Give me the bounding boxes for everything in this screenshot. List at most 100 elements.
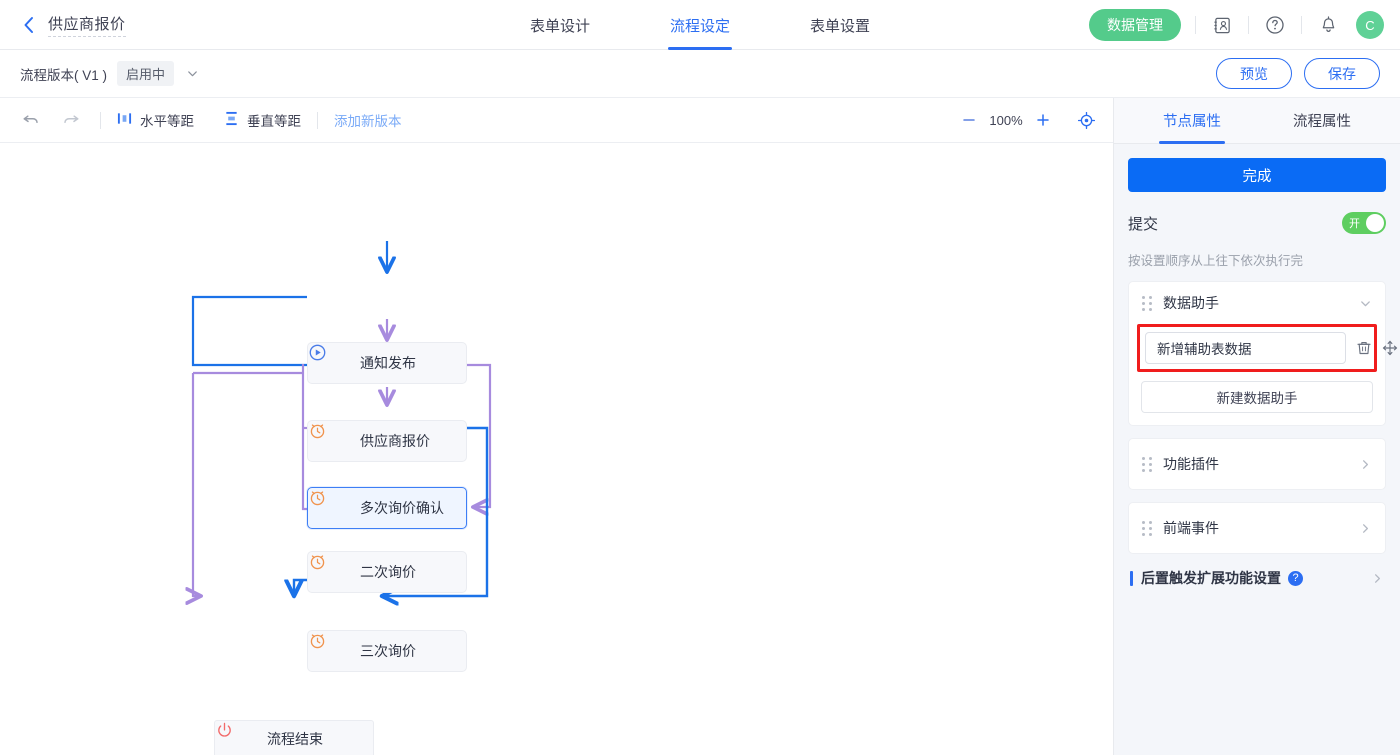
flow-edges (0, 241, 492, 755)
divider (1248, 16, 1249, 34)
data-assistant-title: 数据助手 (1163, 295, 1219, 311)
editor-toolbar: 水平等距 垂直等距 添加新版本 100% (0, 98, 1113, 143)
horizontal-distribute-label: 水平等距 (140, 114, 194, 129)
flow-node-label: 供应商报价 (360, 433, 430, 449)
move-icon[interactable] (1382, 337, 1398, 359)
data-assistant-card: 数据助手 新建数据助手 (1128, 281, 1398, 426)
page-title[interactable]: 供应商报价 (48, 13, 126, 37)
submit-row: 提交 开 (1128, 212, 1386, 234)
flow-node-label: 二次询价 (360, 564, 416, 580)
contacts-icon[interactable] (1210, 13, 1234, 37)
flow-node-end[interactable]: 流程结束 (214, 720, 374, 755)
chevron-right-icon[interactable] (1359, 458, 1372, 471)
header-actions: 数据管理 C (1089, 0, 1384, 50)
save-button[interactable]: 保存 (1304, 58, 1380, 89)
vertical-distribute-icon (224, 111, 239, 129)
preview-button[interactable]: 预览 (1216, 58, 1292, 89)
alarm-clock-icon (310, 555, 344, 583)
right-panel-body: 完成 提交 开 按设置顺序从上往下依次执行完 数据助手 (1114, 144, 1400, 588)
version-bar: 流程版本( V1 ) 启用中 预览 保存 (0, 50, 1400, 98)
version-label: 流程版本( V1 ) (20, 67, 108, 83)
row-frontend-events[interactable]: 前端事件 (1129, 503, 1385, 553)
tab-label: 流程设定 (669, 17, 730, 35)
play-circle-icon (309, 344, 344, 374)
divider (100, 111, 101, 129)
row-plugins[interactable]: 功能插件 (1129, 439, 1385, 489)
horizontal-distribute-icon (117, 111, 132, 129)
right-panel: 节点属性 流程属性 完成 提交 开 按设置顺序从上往下依次执行完 数据助手 (1113, 98, 1400, 755)
add-data-assistant-button[interactable]: 新建数据助手 (1141, 381, 1373, 413)
right-panel-tabs: 节点属性 流程属性 (1114, 98, 1400, 144)
undo-icon[interactable] (18, 107, 44, 133)
assistant-item-input[interactable] (1145, 332, 1346, 364)
chevron-right-icon[interactable] (1371, 572, 1386, 585)
divider (1301, 16, 1302, 34)
plugins-title: 功能插件 (1163, 456, 1219, 472)
tab-label: 节点属性 (1163, 114, 1221, 130)
frontend-events-card: 前端事件 (1128, 502, 1386, 554)
flow-node-start[interactable]: 通知发布 (307, 342, 467, 384)
drag-handle-icon[interactable] (1142, 456, 1152, 472)
post-trigger-title: 后置触发扩展功能设置 (1141, 570, 1281, 586)
help-circle-icon[interactable]: ? (1288, 570, 1303, 586)
data-manage-button[interactable]: 数据管理 (1089, 9, 1181, 41)
vertical-distribute-label: 垂直等距 (247, 114, 301, 129)
flow-canvas[interactable]: 通知发布 供应商报价 多次询价确认 二次询价 三次询价 (0, 143, 1113, 755)
tab-label: 表单设计 (529, 17, 590, 35)
frontend-events-title: 前端事件 (1163, 520, 1219, 536)
flow-node-third-quote[interactable]: 三次询价 (307, 630, 467, 672)
top-tabs: 表单设计 流程设定 表单设置 (0, 0, 1400, 50)
avatar[interactable]: C (1356, 11, 1384, 39)
finish-button[interactable]: 完成 (1128, 158, 1386, 192)
fit-to-screen-icon[interactable] (1073, 107, 1099, 133)
version-status-badge: 启用中 (117, 61, 175, 86)
chevron-down-icon[interactable] (1359, 297, 1372, 310)
back-icon[interactable] (18, 14, 40, 36)
plugins-card: 功能插件 (1128, 438, 1386, 490)
horizontal-distribute-button[interactable]: 水平等距 (117, 110, 194, 130)
tab-node-properties[interactable]: 节点属性 (1159, 98, 1225, 144)
zoom-in-button[interactable] (1029, 106, 1057, 134)
post-trigger-section[interactable]: 后置触发扩展功能设置 ? (1128, 568, 1386, 588)
trash-icon[interactable] (1356, 337, 1372, 359)
flow-node-label: 多次询价确认 (360, 500, 444, 516)
tab-form-design[interactable]: 表单设计 (528, 0, 592, 50)
divider (317, 111, 318, 129)
flow-node-multi-quote-confirm[interactable]: 多次询价确认 (307, 487, 467, 529)
submit-label: 提交 (1128, 215, 1159, 233)
chevron-down-icon[interactable] (186, 67, 199, 80)
tab-label: 流程属性 (1293, 114, 1351, 130)
highlighted-assistant-item (1137, 324, 1398, 372)
tab-flow-properties[interactable]: 流程属性 (1291, 98, 1353, 144)
vertical-distribute-button[interactable]: 垂直等距 (224, 110, 301, 130)
drag-handle-icon[interactable] (1142, 520, 1152, 536)
submit-toggle[interactable]: 开 (1342, 212, 1386, 234)
zoom-out-button[interactable] (955, 106, 983, 134)
power-off-icon (218, 722, 251, 750)
version-bar-actions: 预览 保存 (1216, 58, 1380, 89)
alarm-clock-icon (310, 491, 344, 519)
tab-flow-settings[interactable]: 流程设定 (667, 0, 733, 50)
data-assistant-header[interactable]: 数据助手 (1129, 282, 1385, 324)
top-header: 供应商报价 表单设计 流程设定 表单设置 数据管理 C (0, 0, 1400, 50)
help-circle-icon[interactable] (1263, 13, 1287, 37)
flow-node-second-quote[interactable]: 二次询价 (307, 551, 467, 593)
tab-form-settings[interactable]: 表单设置 (808, 0, 872, 50)
toggle-knob (1366, 214, 1384, 232)
redo-icon[interactable] (58, 107, 84, 133)
bell-icon[interactable] (1316, 13, 1340, 37)
toggle-state-label: 开 (1349, 218, 1360, 230)
drag-handle-icon[interactable] (1142, 295, 1152, 311)
tab-label: 表单设置 (810, 17, 871, 35)
flow-node-label: 三次询价 (360, 643, 416, 659)
alarm-clock-icon (310, 424, 344, 452)
flow-node-supplier-quote[interactable]: 供应商报价 (307, 420, 467, 462)
zoom-level: 100% (989, 112, 1023, 128)
add-new-version-link[interactable]: 添加新版本 (334, 114, 402, 129)
alarm-clock-icon (310, 634, 344, 662)
chevron-right-icon[interactable] (1359, 522, 1372, 535)
section-accent-bar (1130, 570, 1133, 586)
flow-node-label: 通知发布 (360, 355, 416, 371)
flow-node-label: 流程结束 (267, 731, 323, 747)
